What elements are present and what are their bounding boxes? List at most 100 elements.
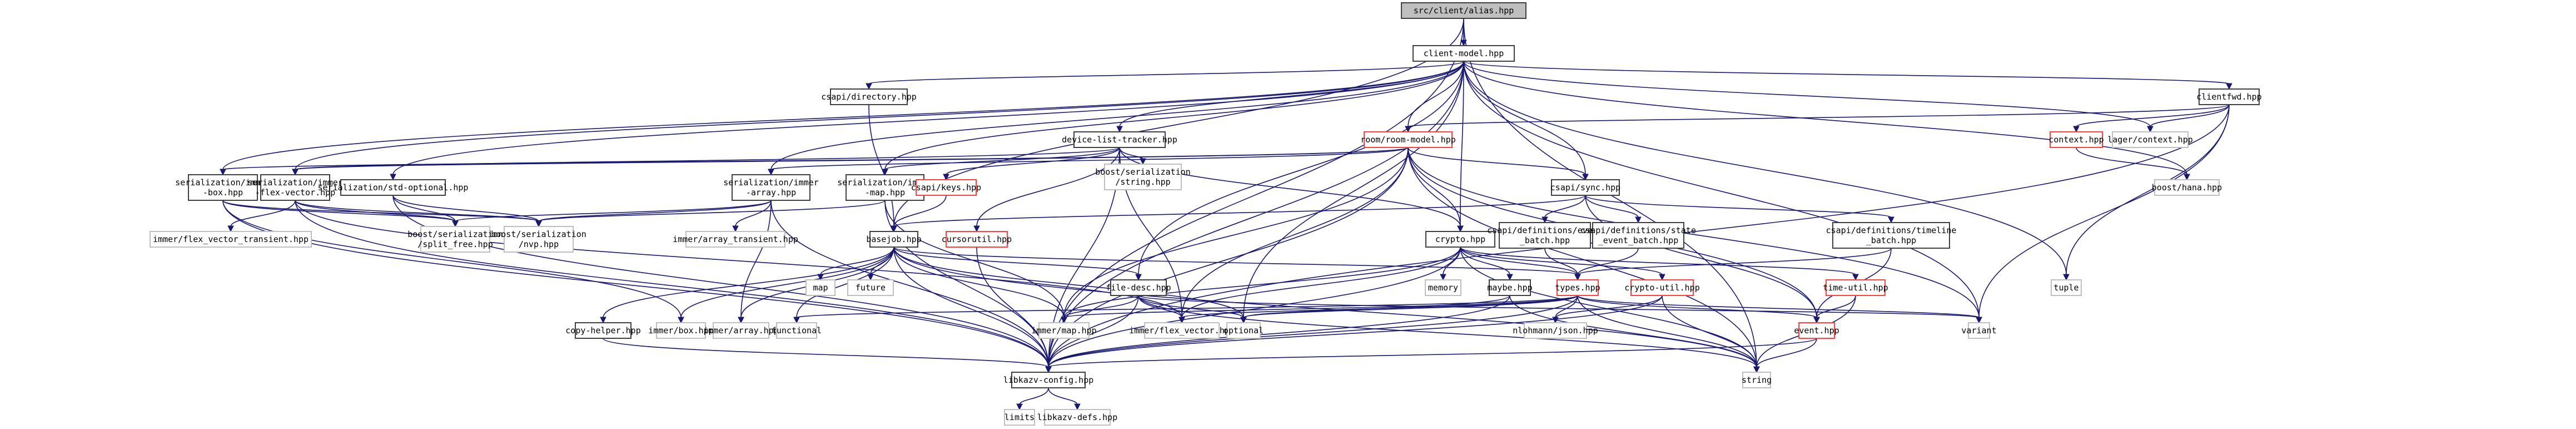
edge-clientfwd-to-tuple (2063, 104, 2230, 281)
node-label: /nvp.hpp (519, 239, 559, 249)
node-label: copy-helper.hpp (565, 326, 640, 336)
node-label: types.hpp (1555, 283, 1600, 293)
node-box (1826, 279, 1886, 296)
node-box (1968, 322, 1990, 339)
edge-ser_immer_array-to-boost_nvp (535, 200, 772, 228)
node-alias[interactable]: src/client/alias.hpp (1401, 2, 1526, 19)
node-file-desc[interactable]: file-desc.hpp (1106, 279, 1171, 296)
node-ser-immer-map[interactable]: serialization/immer-map.hpp (837, 174, 933, 201)
node-types[interactable]: types.hpp (1555, 279, 1600, 296)
edge-csapi_sync-to-csapi_timeline_batch (1585, 195, 1894, 224)
edge-line (1048, 295, 1510, 368)
edge-client_model-to-csapi_directory (866, 61, 1464, 90)
arrowhead (1506, 274, 1513, 281)
node-libkazv-defs: libkazv-defs.hpp (1037, 409, 1118, 426)
node-box (1104, 164, 1182, 190)
node-boost-hana: boost/hana.hpp (2152, 179, 2222, 196)
node-csapi-directory[interactable]: csapi/directory.hpp (821, 88, 917, 105)
edge-line (1408, 61, 1464, 127)
node-cursorutil[interactable]: cursorutil.hpp (942, 231, 1012, 248)
edge-client_model-to-ser_std_optional (390, 61, 1464, 181)
edge-line (893, 246, 1065, 318)
node-label: room/room-model.hpp (1360, 135, 1456, 145)
arrowhead (1116, 126, 1123, 133)
edge-line (603, 338, 1049, 368)
edge-line (392, 195, 539, 222)
edge-types-to-variant (1577, 295, 1982, 324)
edge-csapi_sync-to-csapi_event_batch (1541, 195, 1586, 224)
node-clientfwd[interactable]: clientfwd.hpp (2196, 88, 2262, 105)
arrowhead (390, 174, 396, 181)
node-functional: functional (772, 322, 822, 339)
node-box (1556, 279, 1599, 296)
node-box (2199, 88, 2260, 105)
node-csapi-timeline-batch[interactable]: csapi/definitions/timeline_batch.hpp (1826, 222, 1957, 249)
node-crypto-util[interactable]: crypto-util.hpp (1624, 279, 1700, 296)
node-ser-std-optional[interactable]: serialization/std-optional.hpp (318, 179, 469, 196)
node-time-util[interactable]: time-util.hpp (1823, 279, 1888, 296)
edge-ser_immer_flex-to-boost_nvp (295, 200, 542, 228)
arrowhead (1813, 317, 1820, 324)
node-client-model[interactable]: client-model.hpp (1413, 45, 1515, 62)
node-context[interactable]: context.hpp (2048, 131, 2104, 148)
node-ser-immer-array[interactable]: serialization/immer-array.hpp (723, 174, 819, 201)
node-label: serialization/immer (723, 177, 819, 188)
node-crypto[interactable]: crypto.hpp (1425, 231, 1495, 248)
node-optional: optional (1224, 322, 1264, 339)
node-label: immer/array.hpp (703, 326, 778, 336)
node-room-model[interactable]: room/room-model.hpp (1360, 131, 1456, 148)
node-box (685, 231, 785, 248)
node-box (1551, 179, 1620, 196)
node-label: -array.hpp (746, 188, 796, 198)
node-box (1425, 231, 1495, 248)
node-csapi-state-event-batch[interactable]: csapi/definitions/state_event_batch.hpp (1580, 222, 1696, 249)
arrowhead (2184, 174, 2190, 181)
node-maybe[interactable]: maybe.hpp (1487, 279, 1533, 296)
node-boost-nvp: boost/serialization/nvp.hpp (491, 226, 586, 253)
edge-line (1181, 147, 1409, 318)
node-box (1044, 409, 1111, 426)
edge-line (295, 200, 456, 222)
node-label: crypto-util.hpp (1624, 283, 1699, 293)
node-ser-immer-box[interactable]: serialization/immer-box.hpp (175, 174, 271, 201)
edge-line (2150, 104, 2230, 127)
edge-ser_std_optional-to-boost_split_free (392, 195, 459, 228)
arrowhead (452, 220, 459, 228)
edge-line (884, 200, 1065, 318)
edge-line (1585, 195, 1892, 218)
node-event[interactable]: event.hpp (1794, 322, 1839, 339)
arrowhead (1574, 274, 1581, 281)
node-csapi-sync[interactable]: csapi/sync.hpp (1550, 179, 1620, 196)
node-string: string (1742, 372, 1772, 388)
edge-line (893, 246, 1244, 318)
edge-line (1577, 248, 1892, 275)
edge-device_list_tracker-to-boost_ser_string (1119, 147, 1146, 165)
arrowhead (866, 83, 872, 90)
node-label: libkazv-defs.hpp (1037, 412, 1118, 422)
edge-line (1756, 338, 1817, 368)
arrowhead (882, 169, 888, 176)
edge-device_list_tracker-to-ser_immer_map (882, 147, 1120, 176)
node-device-list-tracker[interactable]: device-list-tracker.hpp (1062, 131, 1177, 148)
edge-line (1463, 61, 1980, 318)
node-box (847, 279, 894, 296)
edge-csapi_sync-to-csapi_state_event_batch (1585, 195, 1642, 224)
node-label: maybe.hpp (1487, 283, 1532, 293)
node-copy-helper[interactable]: copy-helper.hpp (565, 322, 641, 339)
node-libkazv-config[interactable]: libkazv-config.hpp (1003, 372, 1094, 388)
node-boost-split-free: boost/serialization/split_free.hpp (407, 226, 503, 253)
edge-line (295, 200, 539, 222)
edge-ser_immer_map-to-libkazv_config (884, 200, 1052, 373)
node-label: _batch.hpp (1866, 235, 1916, 245)
node-csapi-keys[interactable]: csapi/keys.hpp (911, 179, 981, 196)
edge-line (735, 200, 772, 227)
node-box (1489, 279, 1531, 296)
node-csapi-event-batch[interactable]: csapi/definitions/event_batch.hpp (1487, 222, 1603, 249)
edge-line (1460, 61, 1464, 227)
edge-crypto_util-to-nlohmann_json (1552, 295, 1663, 324)
node-label: future (856, 283, 886, 293)
node-basejob[interactable]: basejob.hpp (866, 231, 922, 248)
node-immer-flex-vector: immer/flex_vector.hpp (1129, 322, 1235, 339)
node-ser-immer-flex[interactable]: serialization/immer-flex-vector.hpp (247, 174, 343, 201)
edge-copy_helper-to-libkazv_config (603, 338, 1052, 373)
